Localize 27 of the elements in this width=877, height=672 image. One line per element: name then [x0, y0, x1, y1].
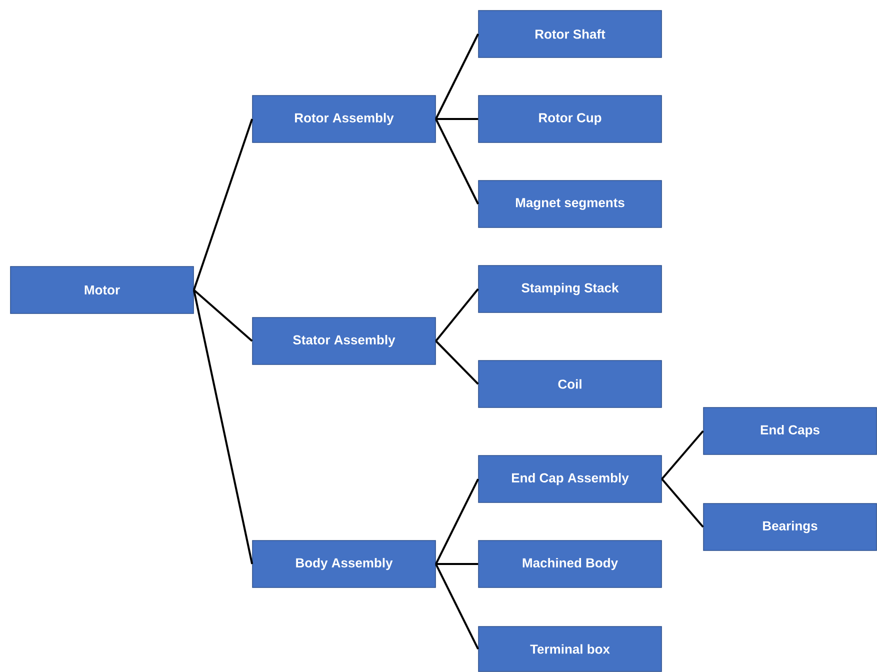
process-box: Stator Assembly [252, 317, 436, 365]
connector-line [436, 118, 478, 120]
process-box: Motor [10, 266, 194, 314]
connector-line [436, 563, 478, 565]
process-box: Body Assembly [252, 540, 436, 588]
connector-line [435, 34, 479, 120]
connector-line [193, 289, 253, 342]
connector-line [661, 478, 704, 528]
process-box: End Cap Assembly [478, 455, 662, 503]
process-box: Magnet segments [478, 180, 662, 228]
process-box: Bearings [703, 503, 877, 551]
connector-line [192, 118, 254, 290]
process-box: Rotor Shaft [478, 10, 662, 58]
process-box: End Caps [703, 407, 877, 455]
connector-line [435, 288, 479, 342]
process-box: Stamping Stack [478, 265, 662, 313]
connector-line [435, 478, 479, 564]
connector-line [661, 430, 704, 480]
connector-line [435, 118, 479, 204]
process-box: Rotor Assembly [252, 95, 436, 143]
connector-line [435, 340, 479, 385]
process-box: Rotor Cup [478, 95, 662, 143]
process-box: Terminal box [478, 626, 662, 672]
process-box: Coil [478, 360, 662, 408]
process-box: Machined Body [478, 540, 662, 588]
connector-line [192, 290, 254, 564]
connector-line [435, 564, 479, 650]
